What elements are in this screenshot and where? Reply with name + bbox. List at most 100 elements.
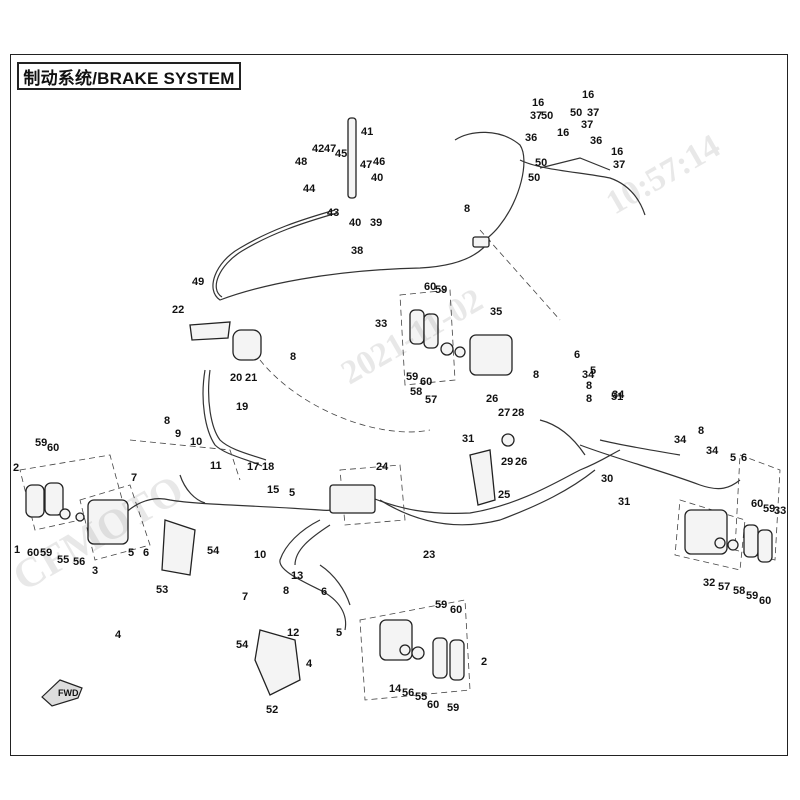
callout-number: 8 (586, 393, 593, 405)
diagram-title: 制动系统/BRAKE SYSTEM (17, 62, 241, 90)
callout-number: 36 (590, 135, 603, 147)
callout-number: 6 (321, 586, 328, 598)
callout-number: 6 (143, 547, 150, 559)
callout-number: 37 (587, 107, 600, 119)
callout-number: 59 (406, 371, 419, 383)
callout-number: 35 (490, 306, 503, 318)
callout-number: 47 (324, 143, 337, 155)
callout-number: 16 (582, 89, 595, 101)
callout-number: 37 (530, 110, 543, 122)
callout-number: 27 (498, 407, 511, 419)
callout-number: 60 (424, 281, 437, 293)
callout-number: 60 (759, 595, 772, 607)
callout-number: 56 (402, 687, 415, 699)
callout-number: 5 (590, 365, 597, 377)
callout-number: 26 (486, 393, 499, 405)
callout-number: 22 (172, 304, 185, 316)
callout-number: 50 (570, 107, 583, 119)
callout-number: 4 (306, 658, 313, 670)
callout-number: 8 (698, 425, 705, 437)
callout-number: 40 (371, 172, 384, 184)
callout-number: 16 (611, 146, 624, 158)
callout-number: 39 (370, 217, 383, 229)
callout-number: 19 (236, 401, 249, 413)
callout-number: 56 (73, 556, 86, 568)
callout-number: 34 (582, 369, 595, 381)
callout-number: 2 (13, 462, 20, 474)
callout-number: 3 (92, 565, 99, 577)
callout-number: 34 (612, 389, 625, 401)
callout-number: 42 (312, 143, 325, 155)
callout-number: 37 (613, 159, 626, 171)
callout-number: 49 (192, 276, 205, 288)
callout-number: 6 (574, 349, 581, 361)
callout-number: 53 (156, 584, 169, 596)
callout-number: 60 (751, 498, 764, 510)
callout-number: 5 (336, 627, 343, 639)
callout-number: 55 (415, 691, 428, 703)
callout-number: 59 (435, 284, 448, 296)
fwd-arrow: FWD (41, 679, 83, 707)
callout-number: 59 (447, 702, 460, 714)
callout-number: 18 (262, 461, 275, 473)
callout-number: 52 (266, 704, 279, 716)
callout-number: 14 (389, 683, 402, 695)
callout-number: 10 (254, 549, 267, 561)
callout-number: 28 (512, 407, 525, 419)
callout-number: 1 (14, 544, 21, 556)
callout-number: 34 (674, 434, 687, 446)
callout-number: 2 (481, 656, 488, 668)
callout-number: 58 (410, 386, 423, 398)
callout-number: 13 (291, 570, 304, 582)
callout-number: 34 (706, 445, 719, 457)
callout-number: 31 (618, 496, 631, 508)
callout-number: 50 (535, 157, 548, 169)
callout-number: 30 (601, 473, 614, 485)
callout-number: 55 (57, 554, 70, 566)
callout-number: 31 (462, 433, 475, 445)
callout-number: 48 (295, 156, 308, 168)
callout-number: 47 (360, 159, 373, 171)
callout-number: 12 (287, 627, 300, 639)
fwd-label: FWD (58, 688, 79, 698)
callout-number: 38 (351, 245, 364, 257)
callout-number: 5 (128, 547, 135, 559)
callout-number: 20 (230, 372, 243, 384)
callout-number: 33 (774, 505, 787, 517)
callout-number: 8 (164, 415, 171, 427)
callout-number: 26 (515, 456, 528, 468)
callout-number: 8 (283, 585, 290, 597)
callout-number: 6 (741, 452, 748, 464)
brake-lines (119, 131, 741, 631)
callout-number: 21 (245, 372, 258, 384)
callout-number: 36 (525, 132, 538, 144)
callout-number: 7 (131, 472, 138, 484)
callout-number: 9 (175, 428, 182, 440)
callout-number: 54 (207, 545, 220, 557)
callout-number: 41 (361, 126, 374, 138)
callout-number: 16 (557, 127, 570, 139)
callout-number: 8 (464, 203, 471, 215)
callout-number: 46 (373, 156, 386, 168)
diagram-frame (10, 54, 788, 756)
callout-number: 23 (423, 549, 436, 561)
callout-number: 4 (115, 629, 122, 641)
callout-number: 7 (242, 591, 249, 603)
callout-number: 33 (375, 318, 388, 330)
callout-number: 60 (27, 547, 40, 559)
callout-number: 37 (581, 119, 594, 131)
callout-number: 50 (528, 172, 541, 184)
callout-number: 24 (376, 461, 389, 473)
callout-number: 59 (35, 437, 48, 449)
callout-number: 8 (586, 380, 593, 392)
callout-number: 43 (327, 207, 340, 219)
callout-number: 32 (703, 577, 716, 589)
callout-number: 59 (746, 590, 759, 602)
callout-number: 60 (420, 376, 433, 388)
callout-number: 29 (501, 456, 514, 468)
callout-number: 60 (427, 699, 440, 711)
callout-number: 17 (247, 461, 260, 473)
callout-number: 59 (435, 599, 448, 611)
callout-number: 10 (190, 436, 203, 448)
